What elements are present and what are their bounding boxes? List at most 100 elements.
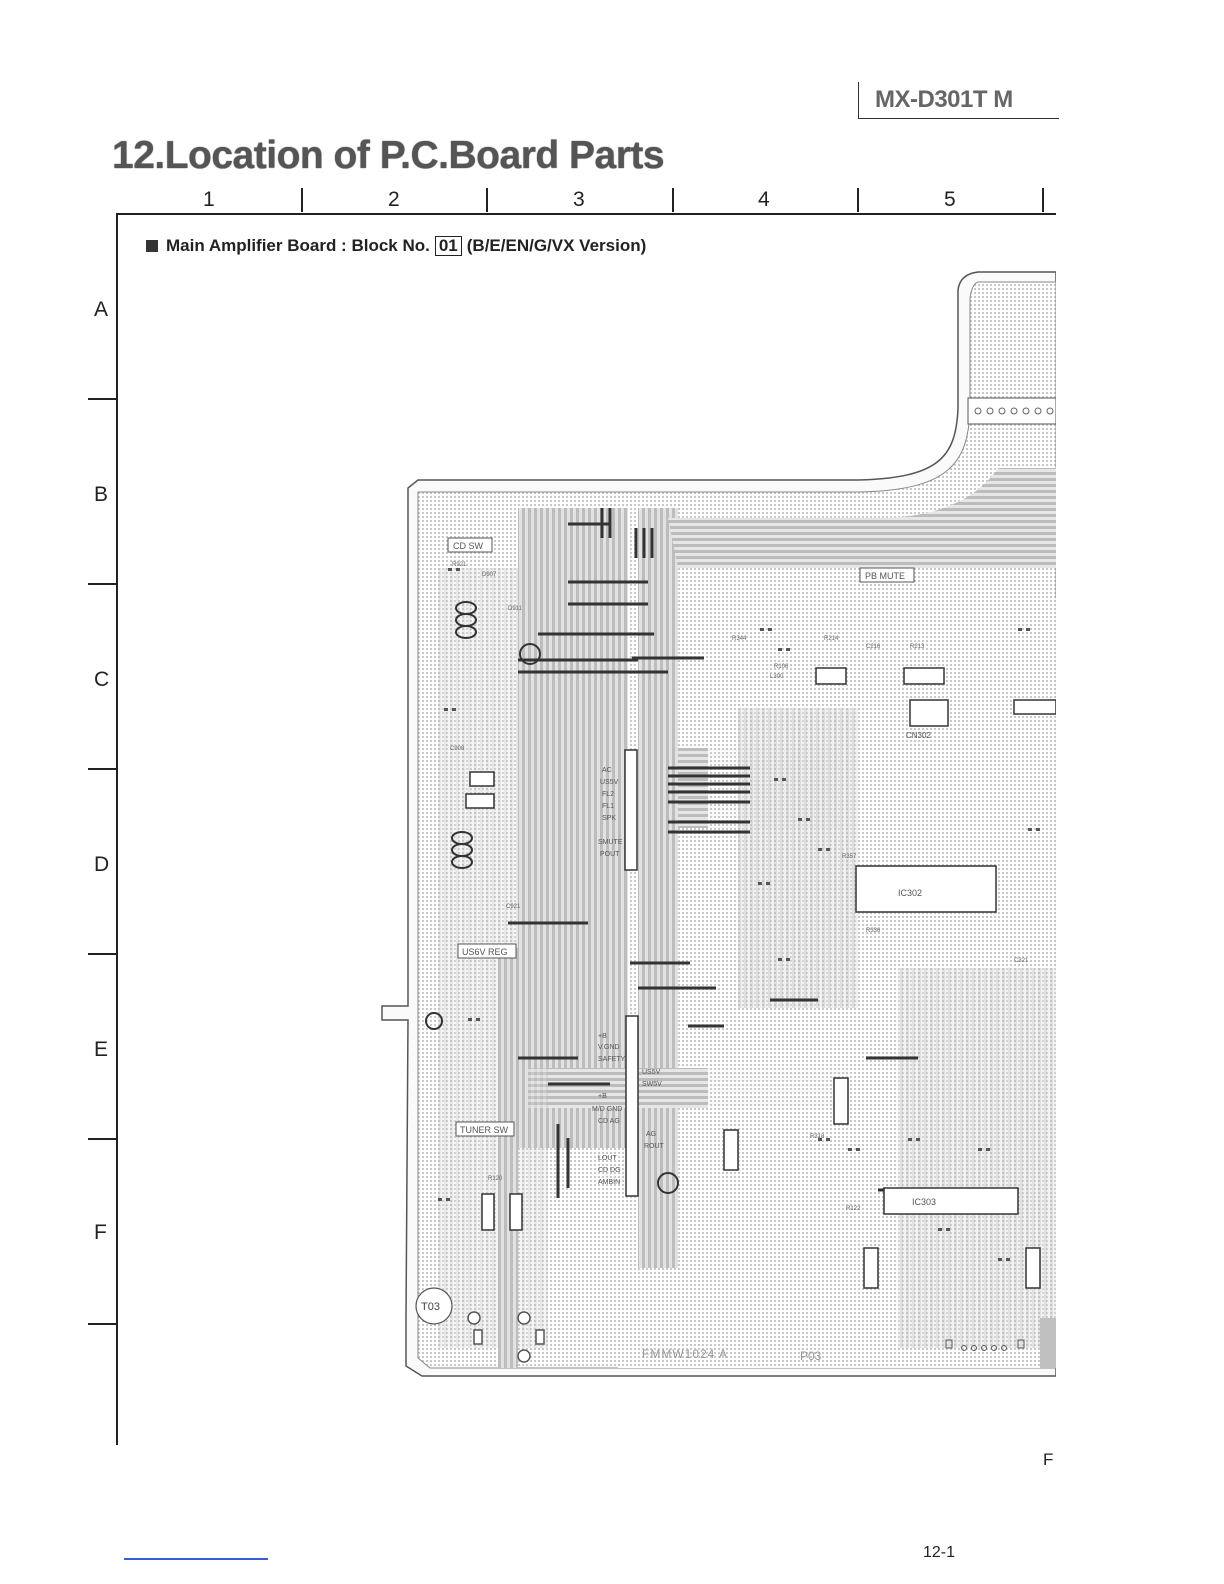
conn-label: M/D GND — [592, 1106, 622, 1113]
transistor-packages — [465, 667, 1056, 1289]
part-ref: C908 — [450, 746, 465, 752]
conn-label: AG — [646, 1131, 656, 1138]
block-number: 01 — [434, 236, 462, 256]
label-pb-mute-text: PB MUTE — [865, 571, 905, 581]
column-label-1: 1 — [203, 188, 215, 211]
row-label-a: A — [94, 298, 109, 321]
part-ref: R106 — [774, 664, 789, 670]
row-label-b: B — [94, 483, 109, 506]
row-tick — [88, 398, 117, 400]
part-ref: C921 — [506, 904, 521, 910]
conn-label: SW5V — [642, 1081, 662, 1088]
column-separator — [1042, 188, 1044, 212]
label-cd-sw-text: CD SW — [453, 541, 484, 551]
model-number: MX-D301T M — [875, 86, 1013, 113]
part-ref: R122 — [846, 1206, 861, 1212]
part-ref: R214 — [824, 636, 839, 642]
label-us6v-reg: US6V REG — [457, 943, 517, 959]
smd-pads — [438, 568, 1040, 1261]
part-ref: D907 — [482, 572, 497, 578]
ic303-package: IC303 — [883, 1187, 1019, 1215]
conn-label: LOUT — [598, 1155, 617, 1162]
conn-label: AC — [602, 767, 612, 774]
conn-label: FL1 — [602, 803, 614, 810]
row-tick — [88, 1138, 117, 1140]
pcb-revision: P03 — [800, 1349, 822, 1363]
part-ref: R357 — [842, 854, 857, 860]
column-label-3: 3 — [573, 188, 585, 211]
conn-label: SPK — [602, 815, 616, 822]
ic302-label: IC302 — [898, 888, 922, 898]
partial-footer-letter: F — [1043, 1450, 1054, 1469]
model-box: MX-D301T M — [858, 82, 1059, 119]
part-ref: R344 — [732, 636, 747, 642]
conn-label: US5V — [642, 1069, 661, 1076]
bottom-rule — [124, 1558, 268, 1560]
column-label-4: 4 — [758, 188, 770, 211]
part-ref: R318 — [810, 1134, 825, 1140]
board-title-prefix: Main Amplifier Board : Block No. — [166, 236, 430, 255]
part-ref: C321 — [1014, 958, 1029, 964]
pcb-layout-drawing: IC302 IC303 CN302 AC US5V FL2 FL1 SPK SM… — [381, 271, 1056, 1377]
row-label-c: C — [94, 668, 110, 691]
top-connector — [967, 397, 1056, 425]
part-ref: C216 — [866, 644, 881, 650]
row-tick — [88, 583, 117, 585]
connector-pins — [974, 407, 1054, 415]
label-us6v-reg-text: US6V REG — [462, 947, 508, 957]
conn-label: CD DG — [598, 1167, 621, 1174]
cn302-label: CN302 — [906, 731, 931, 740]
circuit-region — [438, 568, 1056, 1368]
part-ref: R120 — [488, 1176, 503, 1182]
label-cd-sw: CD SW — [447, 537, 493, 553]
bullet-square-icon — [146, 240, 158, 252]
board-version: (B/E/EN/G/VX Version) — [466, 236, 647, 255]
label-tuner-sw-text: TUNER SW — [460, 1125, 509, 1135]
connector-strip-upper — [624, 749, 638, 871]
column-separator — [486, 188, 488, 212]
column-label-2: 2 — [388, 188, 400, 211]
label-tuner-sw: TUNER SW — [455, 1121, 515, 1137]
mounting-hole — [425, 1012, 443, 1030]
t03-text: T03 — [421, 1301, 440, 1313]
row-tick — [88, 1323, 117, 1325]
row-label-e: E — [94, 1038, 109, 1061]
row-label-f: F — [94, 1221, 107, 1244]
ic303-label: IC303 — [912, 1197, 936, 1207]
conn-label: AMBIN — [598, 1179, 620, 1186]
conn-label: POUT — [600, 851, 620, 858]
test-points — [467, 1311, 545, 1363]
conn-label: FL2 — [602, 791, 614, 798]
mounting-hole — [657, 1172, 679, 1194]
column-separator — [301, 188, 303, 212]
t03-marker: T03 — [415, 1287, 453, 1325]
page-title: 12.Location of P.C.Board Parts — [112, 134, 665, 177]
conn-label: SMUTE — [598, 839, 623, 846]
connector-strip-lower — [625, 1015, 639, 1197]
cn302-connector: CN302 — [906, 699, 949, 740]
conn-label: +B — [598, 1033, 607, 1040]
conn-label: ROUT — [644, 1143, 665, 1150]
conn-label: CD AG — [598, 1118, 620, 1125]
board-title: Main Amplifier Board : Block No. 01 (B/E… — [146, 236, 646, 256]
part-ref: R921 — [452, 562, 467, 568]
part-ref: D911 — [508, 606, 523, 612]
column-separator — [672, 188, 674, 212]
column-separator — [857, 188, 859, 212]
grid-left-border — [116, 213, 118, 1445]
test-pad-row — [945, 1339, 1025, 1351]
ic302-package: IC302 — [855, 865, 997, 913]
conn-label: US5V — [600, 779, 619, 786]
board-code: FMMW1024 A — [642, 1347, 728, 1361]
row-tick — [88, 768, 117, 770]
conn-label: V.GND — [598, 1044, 620, 1051]
part-ref: R213 — [910, 644, 925, 650]
part-ref: R336 — [866, 928, 881, 934]
part-ref: L300 — [770, 674, 784, 680]
label-pb-mute: PB MUTE — [859, 567, 915, 583]
mounting-hole — [519, 643, 541, 665]
grid-top-border — [116, 213, 1056, 215]
conn-label: SAFETY — [598, 1056, 626, 1063]
row-tick — [88, 953, 117, 955]
coil-components — [451, 601, 477, 869]
